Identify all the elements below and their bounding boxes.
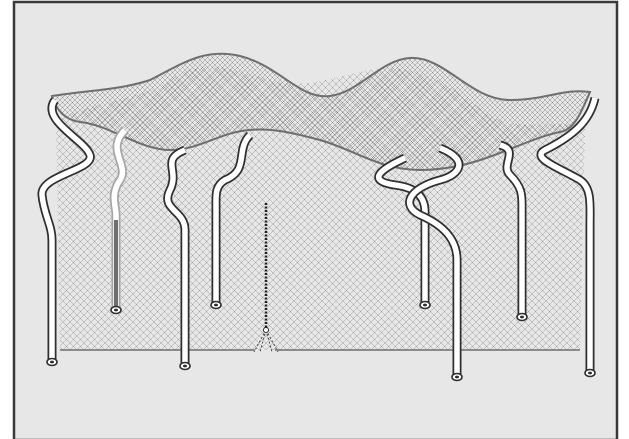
tube-opening	[455, 376, 459, 379]
tube-opening	[114, 309, 118, 312]
tube-opening	[520, 316, 524, 319]
tube-opening	[183, 365, 187, 368]
tube-opening	[423, 304, 427, 307]
tube-opening	[214, 304, 218, 307]
tube-opening	[588, 372, 592, 375]
tube-opening	[50, 361, 54, 364]
